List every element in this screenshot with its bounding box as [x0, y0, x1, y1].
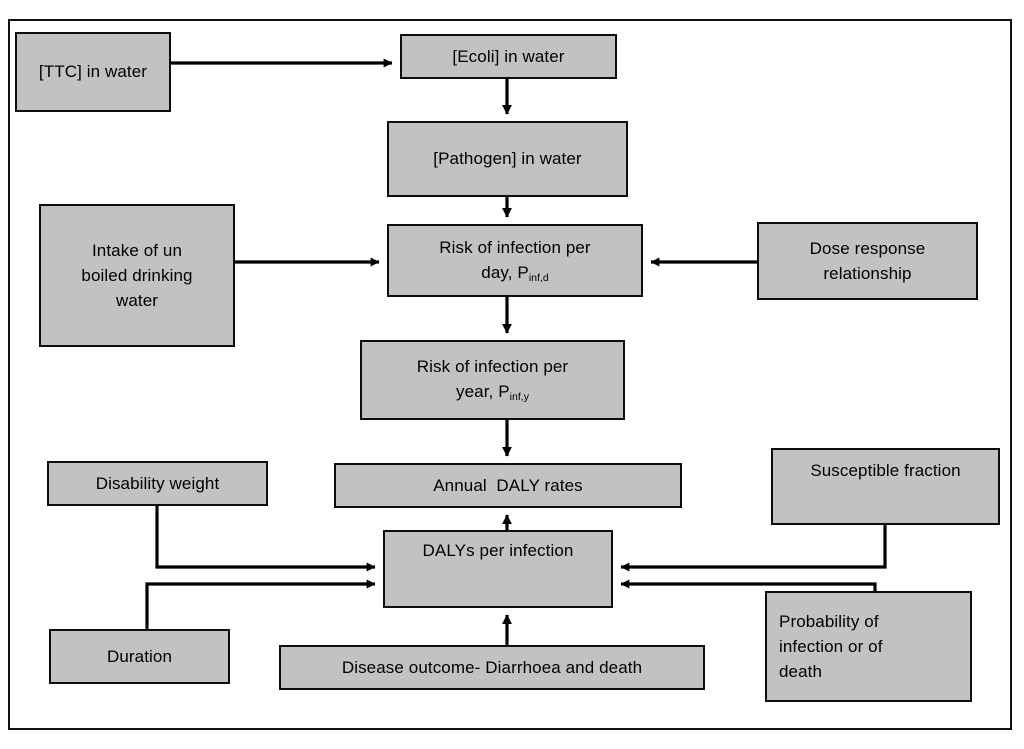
- node-intake[interactable]: Intake of un boiled drinking water: [39, 204, 235, 347]
- node-ttc-label: [TTC] in water: [38, 62, 148, 82]
- subscript-inf-d: inf,d: [528, 271, 549, 284]
- node-pathogen-label: [Pathogen] in water: [433, 149, 582, 169]
- node-dalys-per-infection[interactable]: DALYs per infection: [383, 530, 613, 608]
- node-probability-infection-death[interactable]: Probability of infection or of death: [765, 591, 972, 702]
- node-risk-infection-day-label: Risk of infection per day, Pinf,d: [439, 237, 591, 284]
- node-duration[interactable]: Duration: [49, 629, 230, 684]
- node-disability-weight-label: Disability weight: [95, 473, 220, 493]
- node-risk-infection-year-label: Risk of infection per year, Pinf,y: [416, 357, 569, 404]
- node-probability-infection-death-label: Probability of infection or of death: [779, 611, 883, 682]
- node-intake-label: Intake of un boiled drinking water: [81, 240, 193, 311]
- node-disease-outcome-label: Disease outcome- Diarrhoea and death: [341, 657, 643, 677]
- node-susceptible-fraction[interactable]: Susceptible fraction: [771, 448, 1000, 525]
- node-ecoli[interactable]: [Ecoli] in water: [400, 34, 617, 79]
- node-dose-response[interactable]: Dose response relationship: [757, 222, 978, 300]
- subscript-inf-y: inf,y: [509, 391, 529, 404]
- node-ttc[interactable]: [TTC] in water: [15, 32, 171, 112]
- node-annual-daly-rates-label: Annual DALY rates: [433, 475, 583, 495]
- node-annual-daly-rates[interactable]: Annual DALY rates: [334, 463, 682, 508]
- node-disease-outcome[interactable]: Disease outcome- Diarrhoea and death: [279, 645, 705, 690]
- node-duration-label: Duration: [106, 646, 173, 666]
- node-risk-infection-day[interactable]: Risk of infection per day, Pinf,d: [387, 224, 643, 297]
- node-risk-infection-year[interactable]: Risk of infection per year, Pinf,y: [360, 340, 625, 420]
- node-dalys-per-infection-label: DALYs per infection: [422, 541, 574, 560]
- node-dose-response-label: Dose response relationship: [809, 238, 926, 283]
- node-ecoli-label: [Ecoli] in water: [452, 46, 565, 66]
- node-susceptible-fraction-label: Susceptible fraction: [810, 461, 961, 480]
- node-disability-weight[interactable]: Disability weight: [47, 461, 268, 506]
- node-pathogen[interactable]: [Pathogen] in water: [387, 121, 628, 197]
